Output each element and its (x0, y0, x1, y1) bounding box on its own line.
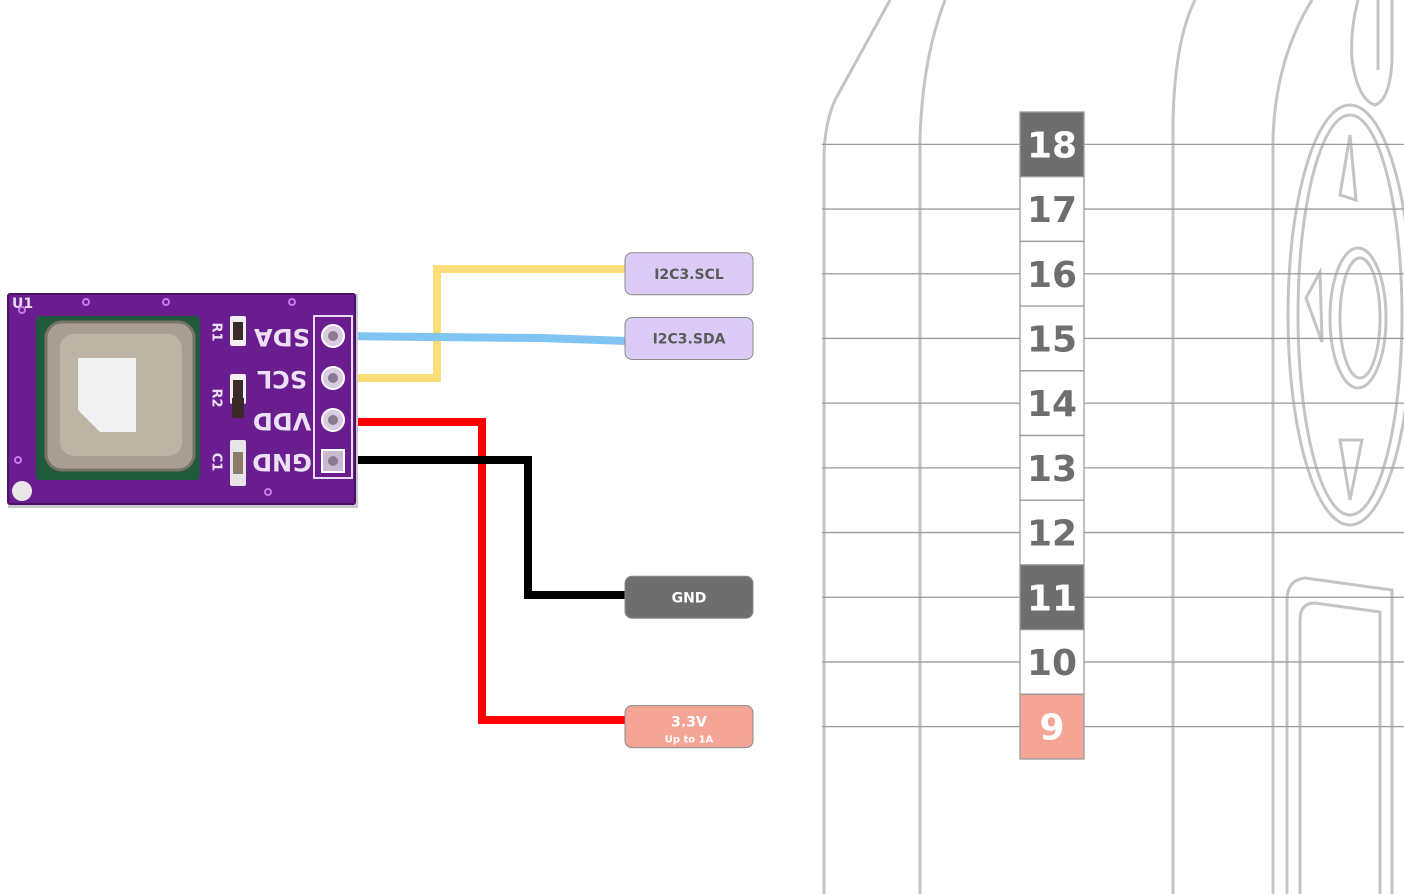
header-pin-15: 15 (1019, 305, 1085, 372)
header-pin-box (1019, 176, 1085, 243)
header-pin-number: 9 (1039, 708, 1064, 749)
header-pin-number: 12 (1027, 514, 1077, 555)
pcb-pins (321, 324, 345, 473)
signal-tag-label: I2C3.SDA (653, 331, 726, 347)
pcb-pin-hole (328, 331, 338, 341)
header-pin-9: 9 (1019, 693, 1085, 760)
sda-wire (332, 332, 629, 345)
component-label-r1: R1 (209, 322, 224, 341)
pcb-designator: U1 (12, 296, 33, 312)
header-pin-box (1019, 564, 1085, 631)
header-pin-10: 10 (1019, 628, 1085, 695)
pcb-pin-label-gnd: GND (252, 448, 312, 476)
header-pin-box (1019, 693, 1085, 760)
header-lines (822, 143, 1404, 728)
pin-header-outline (313, 315, 353, 479)
pcb-pin-labels: SDA SCL VDD GND (252, 323, 312, 476)
signal-tag-box (624, 252, 754, 296)
signal-tag-sublabel: Up to 1A (665, 735, 714, 746)
pcb-vias (14, 298, 296, 496)
header-pin-number: 13 (1027, 449, 1077, 490)
pcb-pin-hole (328, 456, 338, 466)
header-pin-13: 13 (1019, 434, 1085, 501)
signal-tag-box (624, 575, 754, 619)
header-pin-number: 11 (1027, 578, 1077, 619)
header-pin-11: 11 (1019, 564, 1085, 631)
header-pin-box (1019, 305, 1085, 372)
mounting-hole (12, 481, 32, 501)
component-pads (230, 316, 246, 486)
signal-tag-box (624, 705, 754, 749)
component-label-r2: R2 (209, 388, 224, 407)
signal-tag-i2c3-scl: I2C3.SCL (624, 252, 754, 296)
header-pin-number: 16 (1027, 255, 1077, 296)
gnd-wire (333, 456, 628, 599)
header-pin-14: 14 (1019, 370, 1085, 437)
sensor-window (78, 358, 136, 432)
header-pin-17: 17 (1019, 176, 1085, 243)
header-pins: 18 17 16 15 14 13 12 11 10 9 (1019, 111, 1085, 760)
pcb-pin-label-vdd: VDD (253, 407, 311, 435)
signal-tag-gnd: GND (624, 575, 754, 619)
header-pin-16: 16 (1019, 240, 1085, 307)
signal-tags: I2C3.SCL I2C3.SDA GND 3.3V Up to 1A (624, 252, 754, 749)
header-pin-number: 15 (1027, 319, 1077, 360)
pcb-pin-hole (328, 415, 338, 425)
header-pin-12: 12 (1019, 499, 1085, 566)
signal-tag-i2c3-sda: I2C3.SDA (624, 316, 754, 360)
header-pin-box (1019, 628, 1085, 695)
header-pin-number: 14 (1027, 384, 1077, 425)
signal-tag-label: GND (672, 590, 707, 606)
scl-wire (333, 265, 628, 382)
component-label-c1: C1 (209, 453, 224, 472)
pcb-pin-label-sda: SDA (254, 323, 310, 351)
vdd-wire (333, 418, 632, 724)
device-outline (822, 0, 1404, 894)
header-pin-number: 17 (1027, 190, 1077, 231)
signal-tag-3-3v: 3.3V Up to 1A (624, 705, 754, 749)
wires (332, 265, 632, 724)
signal-tag-box (624, 316, 754, 360)
pcb-pin-label-scl: SCL (257, 365, 307, 393)
header-pin-number: 18 (1027, 125, 1077, 166)
signal-tag-label: I2C3.SCL (654, 267, 724, 283)
header-pin-18: 18 (1019, 111, 1085, 178)
header-pin-number: 10 (1027, 643, 1077, 684)
pcb-pin-hole (328, 373, 338, 383)
signal-tag-label: 3.3V (671, 715, 707, 731)
